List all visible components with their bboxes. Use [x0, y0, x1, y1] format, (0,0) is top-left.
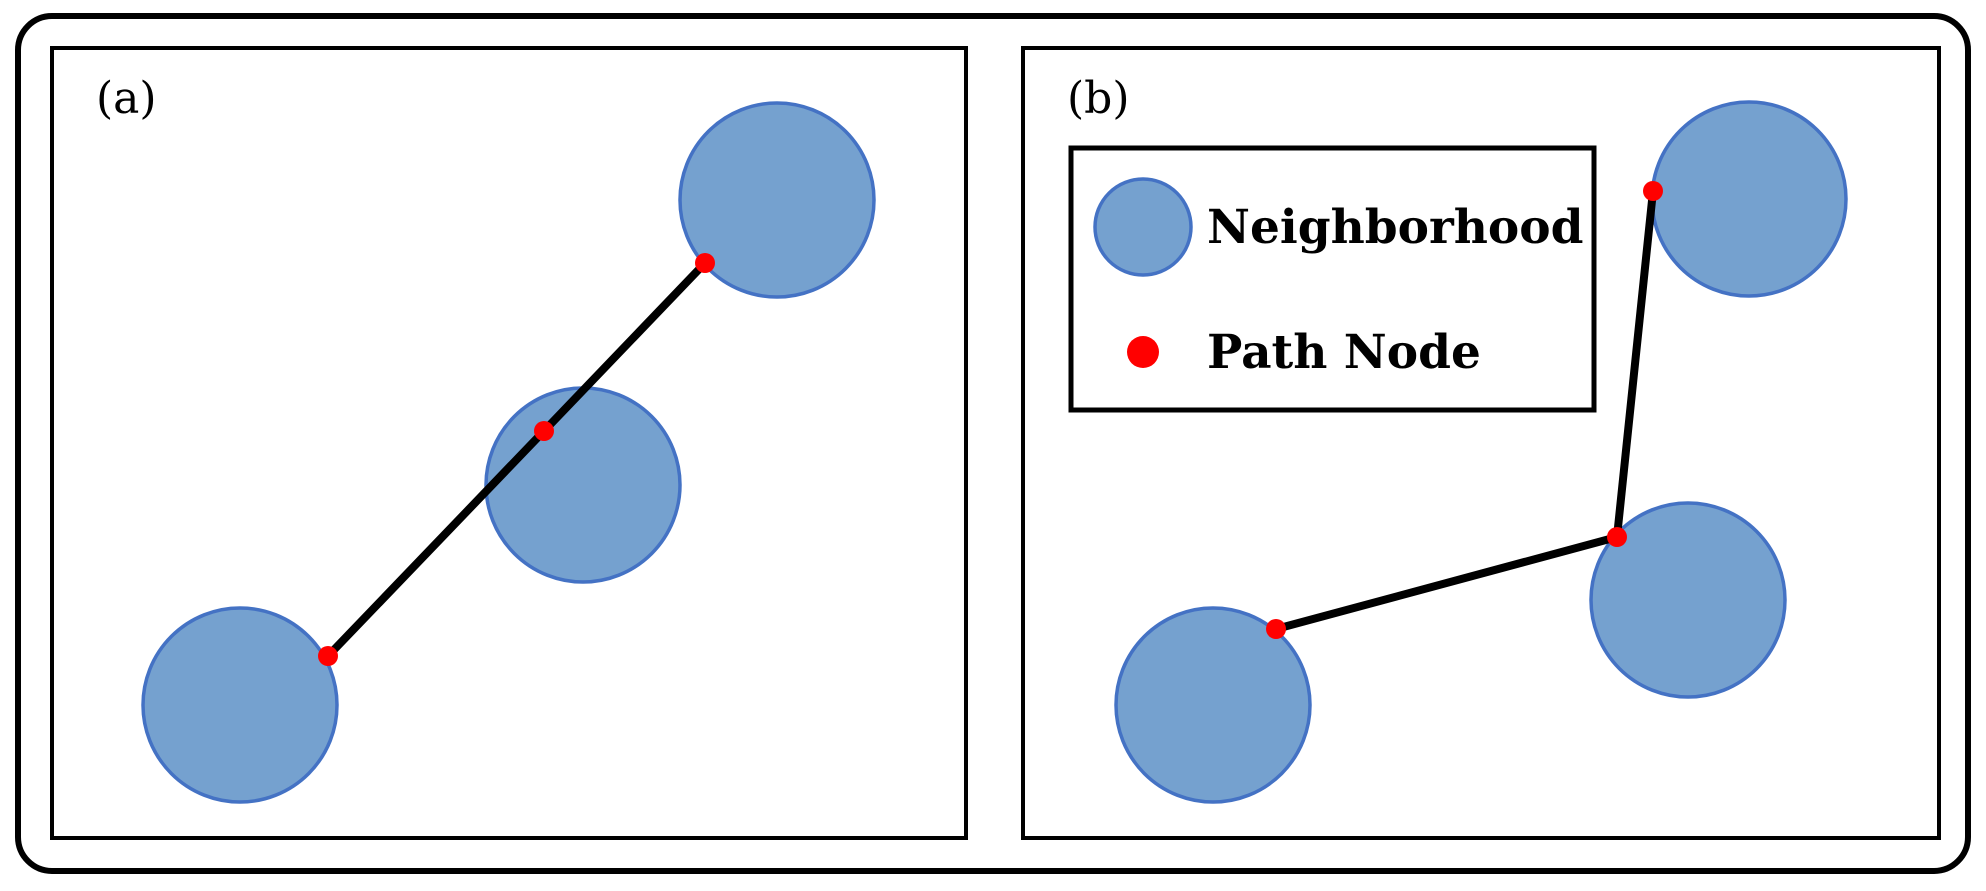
neighborhood-circle: [678, 101, 876, 299]
path-node: [318, 646, 338, 666]
panel-b: (b) Neighborhood Path Node: [1021, 46, 1941, 840]
legend-neighborhood-symbol: [1093, 177, 1193, 277]
panel-a: (a): [50, 46, 968, 840]
neighborhood-circle: [1589, 501, 1787, 699]
panel-b-label: (b): [1067, 73, 1130, 124]
legend-path-node-symbol: [1127, 336, 1159, 368]
neighborhood-circle: [1114, 606, 1312, 804]
legend-path-node-label: Path Node: [1207, 325, 1481, 380]
path-node: [1607, 527, 1627, 547]
panel-a-label: (a): [96, 73, 157, 124]
neighborhood-circle: [484, 386, 682, 584]
neighborhood-circle: [1650, 100, 1848, 298]
path-node: [534, 421, 554, 441]
path-node: [1266, 619, 1286, 639]
legend: Neighborhood Path Node: [1068, 145, 1597, 413]
path-node: [695, 253, 715, 273]
legend-neighborhood-label: Neighborhood: [1207, 200, 1583, 255]
neighborhood-circle: [141, 606, 339, 804]
path-node: [1643, 181, 1663, 201]
